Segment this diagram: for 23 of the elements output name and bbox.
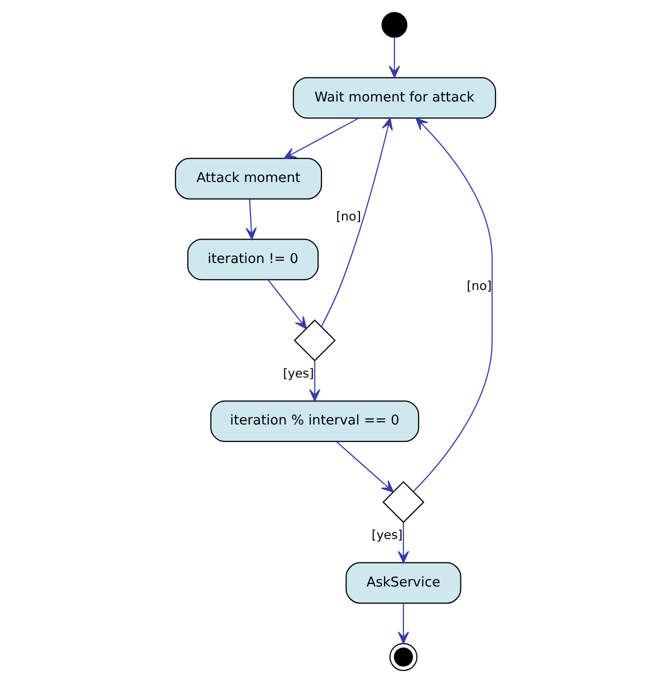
arrow	[268, 280, 307, 330]
node-circle	[382, 12, 408, 38]
arrow	[398, 603, 410, 644]
node-box: AskService	[346, 562, 462, 604]
arrow	[320, 118, 393, 327]
node-box: iteration % interval == 0	[210, 400, 420, 442]
node-circle	[389, 642, 418, 672]
arrow	[336, 441, 394, 492]
arrow	[398, 522, 410, 564]
arrow	[388, 37, 400, 78]
edge-label: [yes]	[282, 366, 314, 380]
edge-label: [no]	[336, 210, 362, 224]
arrow	[412, 118, 493, 492]
node-diamond	[294, 319, 336, 362]
node-box: Wait moment for attack	[292, 77, 496, 119]
node-box: Attack moment	[174, 158, 322, 200]
arrow	[246, 199, 257, 240]
arrow	[284, 118, 360, 159]
arrow	[309, 360, 320, 402]
edge-label: [yes]	[372, 528, 403, 542]
node-box: iteration != 0	[187, 238, 319, 280]
edge-label: [no]	[466, 278, 492, 293]
node-diamond	[382, 481, 424, 524]
